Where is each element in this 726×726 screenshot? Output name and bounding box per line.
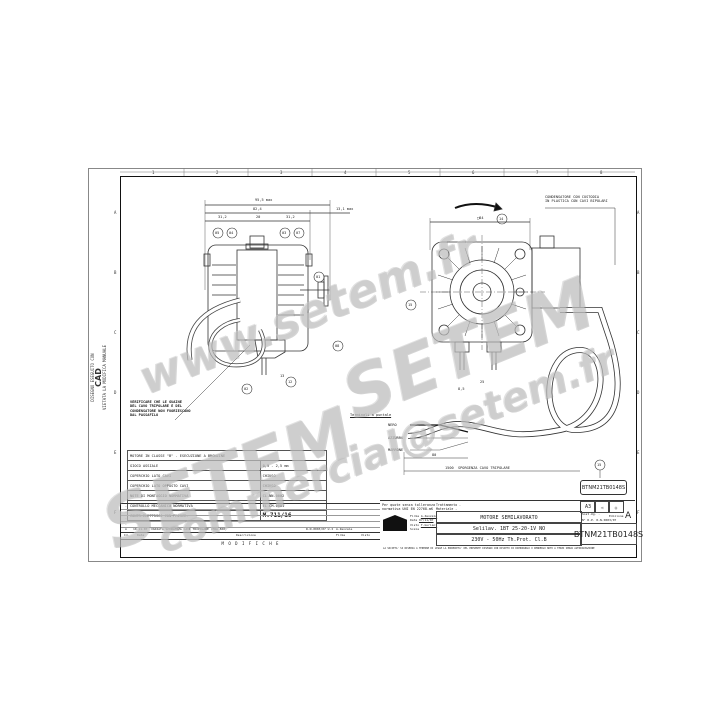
target-icon: ◎ xyxy=(608,501,624,513)
dim-center: 20 xyxy=(256,215,261,219)
title-block: Per quote senza tolleranza normativa UNI… xyxy=(380,500,643,547)
revision-headers: Id. Data Descrizione Firma Visto xyxy=(121,533,380,540)
title-line-1: MOTORE SEMILAVORATO xyxy=(436,511,582,524)
projection-icon: ◁ xyxy=(594,501,610,513)
product-label-tag: BTNM21TB0148S xyxy=(580,480,627,495)
drawing-frame xyxy=(120,176,637,558)
dim-pin-offset: 8,5 xyxy=(458,387,465,391)
revisions-footer: M O D I F I C H E xyxy=(221,541,280,546)
wire-blue: AZZURRO xyxy=(388,436,404,440)
dim-right: 31,2 xyxy=(286,215,295,219)
terminals-label: Terminali a puntale xyxy=(350,413,392,417)
drawing-code: BTNM21TB0148S xyxy=(574,523,643,545)
note-capacitor: CONDENSATORE CON CUSTODIA IN PLASTICA CO… xyxy=(545,195,608,204)
dim-offset: 13,1 max xyxy=(336,207,354,211)
dim-square: □84 xyxy=(477,216,484,220)
company-logo xyxy=(383,515,407,531)
edition-value: A xyxy=(625,511,632,521)
copyright-notice: LA SOCIETA' SI RISERVA A TERMINE DI LEGG… xyxy=(383,547,595,550)
dim-terminal-length: 80 xyxy=(432,453,437,457)
revision-row-a: A 10.11.07 VARIATA SPORGENZA CAVI TRIPOL… xyxy=(121,527,380,533)
revision-block: - - - - A 10.11.07 VARIATA SPORGENZA CAV… xyxy=(121,503,380,552)
wire-black: NERO xyxy=(388,423,397,427)
dim-width: 82,4 xyxy=(253,207,262,211)
dim-cable-length: 1500 SPORGENZA CAVO TRIPOLARE xyxy=(445,466,510,470)
title-line-2: Selilav. 1BT 25-20-1V NO xyxy=(436,522,582,535)
dim-left: 31,2 xyxy=(218,215,227,219)
dim-pin-spacing: 25 xyxy=(480,380,485,384)
dim-overall: 95,5 max xyxy=(255,198,273,202)
dim-bracket: 13 xyxy=(280,374,285,378)
wire-brown: MARRONE xyxy=(388,448,404,452)
title-line-3: 230V - 50Hz Th.Prot. Cl.B xyxy=(436,533,582,546)
note-check-sheath: VERIFICARE CHE LE GUAINE DEL CAVO TRIPOL… xyxy=(130,400,191,418)
